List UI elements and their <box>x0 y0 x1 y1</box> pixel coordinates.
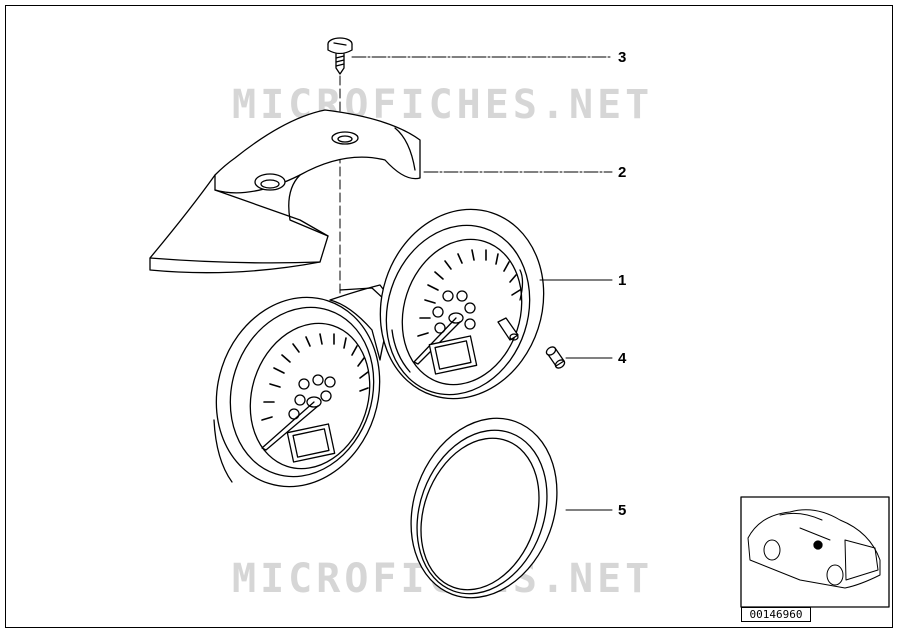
cover-part-2[interactable] <box>149 109 421 274</box>
screw-part-3[interactable] <box>327 37 353 75</box>
callout-5: 5 <box>618 502 627 519</box>
callout-4: 4 <box>618 350 627 367</box>
vehicle-thumbnail <box>740 496 890 608</box>
callout-2: 2 <box>618 164 627 181</box>
sleeve-part-4[interactable] <box>545 345 566 369</box>
trim-ring-part-5[interactable] <box>387 398 581 619</box>
part-number-label: 00146960 <box>741 607 811 622</box>
callout-3: 3 <box>618 49 627 66</box>
callout-1: 1 <box>618 272 627 289</box>
diagram-frame <box>5 5 893 628</box>
instrument-cluster-part-1[interactable] <box>192 188 568 508</box>
leader-lines <box>351 56 613 511</box>
